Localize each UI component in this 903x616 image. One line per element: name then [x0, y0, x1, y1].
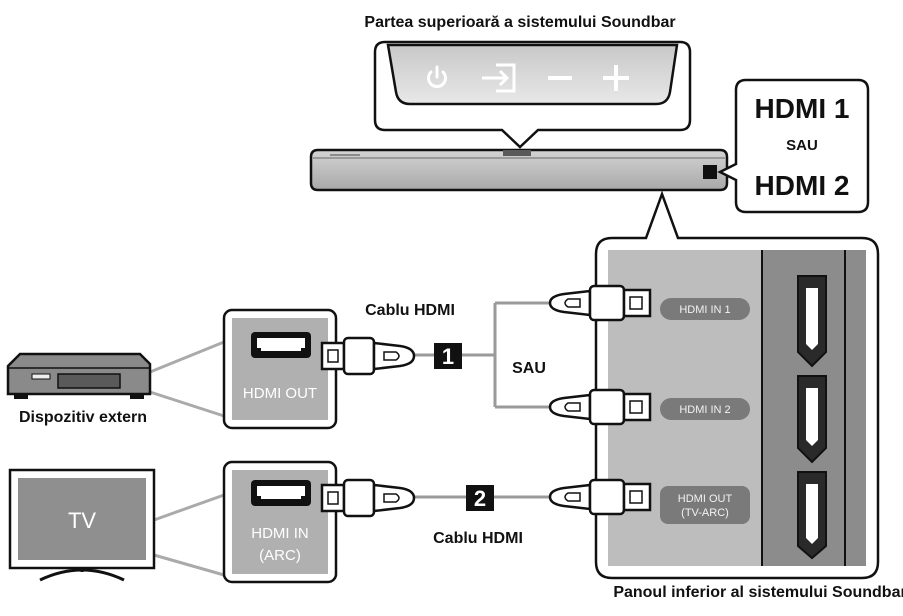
panel-in2-label: HDMI IN 2: [679, 404, 730, 416]
step-2-badge: 2: [466, 485, 494, 511]
bottom-title: Panoul inferior al sistemului Soundbar: [613, 584, 903, 601]
device-hdmi-out-port[interactable]: HDMI OUT: [222, 308, 338, 430]
sau-mid-label: SAU: [512, 360, 546, 377]
top-title: Partea superioară a sistemului Soundbar: [364, 14, 675, 31]
volume-up-icon[interactable]: [603, 65, 629, 91]
panel-in1-label: HDMI IN 1: [679, 304, 730, 316]
panel-out-label-1: HDMI OUT: [678, 493, 733, 505]
cable-label-top: Cablu HDMI: [365, 302, 455, 319]
hdmi-plug-device-side[interactable]: [320, 336, 416, 376]
tv-hdmi-in-label-1: HDMI IN: [251, 525, 309, 542]
hdmi1-label: HDMI 1: [755, 93, 850, 124]
tv: [8, 468, 225, 582]
hdmi-selection-callout: HDMI 1 SAU HDMI 2: [717, 78, 870, 214]
tv-hdmi-in-label-2: (ARC): [259, 547, 301, 564]
source-input-icon[interactable]: [482, 63, 516, 93]
volume-down-icon[interactable]: [548, 76, 572, 80]
step-2-number: 2: [474, 486, 486, 511]
hdmi-plug-tv-side[interactable]: [320, 478, 416, 518]
cable-lines: [412, 301, 555, 499]
soundbar-hdmi-indicator: [703, 165, 717, 179]
hdmi2-label: HDMI 2: [755, 170, 850, 201]
power-icon[interactable]: [427, 65, 447, 88]
soundbar-top-callout: [373, 40, 692, 149]
hdmi-plug-panel-in1[interactable]: [548, 284, 652, 322]
tv-hdmi-in-arc-port[interactable]: HDMI IN (ARC): [222, 460, 338, 584]
hdmi-plug-panel-in2[interactable]: [548, 388, 652, 426]
tv-screen-label: TV: [68, 508, 96, 533]
soundbar: [309, 148, 729, 192]
external-device: [6, 340, 225, 418]
panel-port-hdmi-out[interactable]: [797, 471, 827, 560]
panel-port-hdmi-in1[interactable]: [797, 275, 827, 368]
device-hdmi-out-label: HDMI OUT: [243, 385, 317, 402]
panel-port-hdmi-in2[interactable]: [797, 375, 827, 464]
hdmi-plug-panel-out[interactable]: [548, 478, 652, 516]
step-1-badge: 1: [434, 343, 462, 369]
step-1-number: 1: [442, 344, 454, 369]
sau-small-label: SAU: [786, 137, 818, 154]
soundbar-bottom-panel: HDMI IN 1 HDMI IN 2 HDMI OUT (TV-ARC): [594, 190, 880, 580]
external-device-label: Dispozitiv extern: [19, 409, 147, 426]
cable-label-bottom: Cablu HDMI: [433, 530, 523, 547]
panel-out-label-2: (TV-ARC): [681, 507, 729, 519]
